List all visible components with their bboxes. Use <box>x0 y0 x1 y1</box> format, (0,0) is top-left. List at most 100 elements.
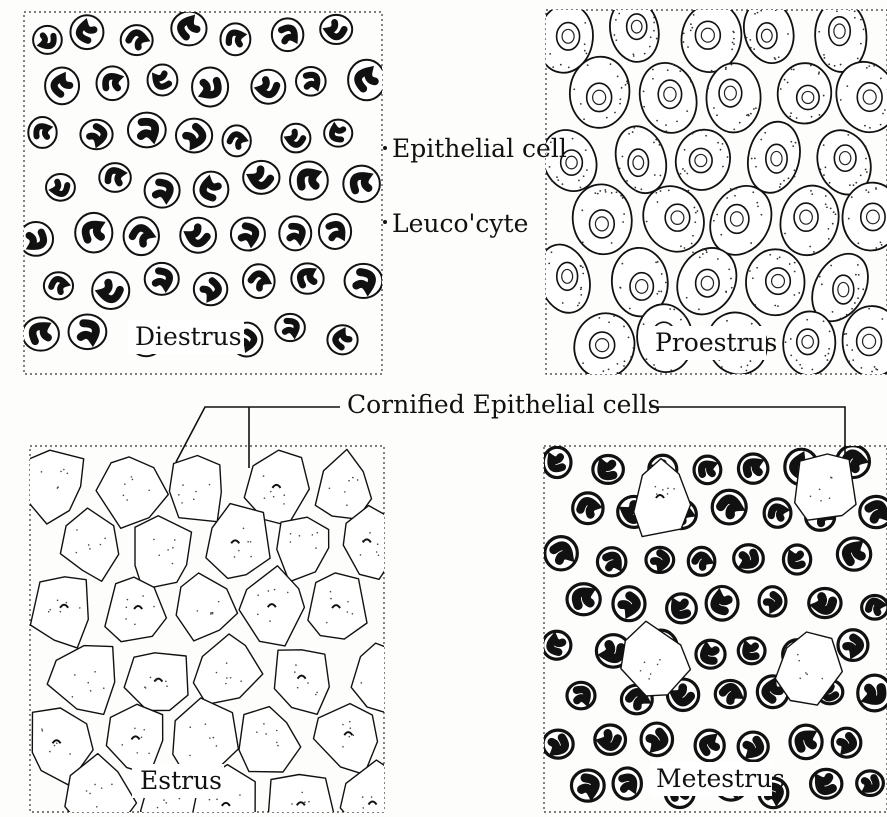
nucleated-epithelial-cell <box>776 62 833 125</box>
leucocyte-cell <box>145 173 180 207</box>
leucocyte-cell <box>696 640 725 668</box>
leucocyte-cell <box>194 273 227 305</box>
leucocyte-cell <box>571 770 604 801</box>
leucocyte-cell <box>46 174 75 201</box>
leucocyte-cell <box>543 447 571 477</box>
leucocyte-cell <box>694 456 721 484</box>
leucocyte-cell <box>832 728 861 757</box>
leucocyte-cell <box>243 264 275 298</box>
cornified-epithelial-cell <box>274 650 329 715</box>
nucleated-epithelial-cell <box>746 249 805 315</box>
leucocyte-cell <box>99 163 131 192</box>
leucocyte-cell <box>320 15 352 44</box>
cornified-epithelial-cell <box>277 517 329 582</box>
estrus-label: Estrus <box>140 766 222 795</box>
cornified-epithelial-cell <box>795 454 856 520</box>
cornified-epithelial-cell <box>193 634 262 704</box>
cornified-epithelial-cell <box>315 449 371 519</box>
cornified-epithelial-cell <box>239 707 301 772</box>
leucocyte-cell <box>176 119 212 153</box>
leucocyte-cell <box>28 117 56 148</box>
leucocyte-pointer-dot <box>383 220 387 224</box>
leucocyte-cell <box>573 493 603 524</box>
leucocyte-cell <box>790 725 822 759</box>
cornified-epithelial-cell <box>169 456 221 522</box>
cornified-epithelial-cell <box>60 508 118 581</box>
leucocyte-cell <box>345 264 383 298</box>
leucocyte-cell <box>595 725 626 754</box>
leucocyte-cell <box>192 67 228 106</box>
leucocyte-cell <box>811 769 842 798</box>
leucocyte-cell <box>251 70 285 104</box>
cornified-epithelial-cell <box>634 459 691 537</box>
epithelial-pointer-dot <box>383 146 387 150</box>
leucocyte-cell <box>75 213 112 253</box>
leucocyte-cell <box>92 272 129 309</box>
leucocyte-cell <box>324 120 352 147</box>
cornified-annotation: Cornified Epithelial cells <box>347 390 660 419</box>
leucocyte-cell <box>22 317 59 350</box>
leucocyte-cell <box>667 594 697 623</box>
leucocyte-cell <box>275 314 305 341</box>
cornified-leader-left <box>176 407 340 462</box>
leucocyte-cell <box>279 216 311 250</box>
leucocyte-cell <box>567 682 595 708</box>
leucocyte-annotation: Leuco'cyte <box>392 209 528 238</box>
leucocyte-cell <box>613 587 645 621</box>
leucocyte-cell <box>837 538 870 570</box>
diestrus-cells <box>19 12 385 357</box>
leucocyte-cell <box>613 768 641 799</box>
cornified-epithelial-cell <box>351 643 411 715</box>
metestrus-label: Metestrus <box>656 764 785 793</box>
leucocyte-cell <box>759 587 786 616</box>
leucocyte-cell <box>695 730 724 761</box>
cornified-epithelial-cell <box>124 653 188 711</box>
leucocyte-cell <box>220 23 250 55</box>
leucocyte-cell <box>545 537 578 570</box>
leucocyte-cell <box>860 496 887 527</box>
leucocyte-cell <box>641 723 672 756</box>
leucocyte-cell <box>145 263 179 295</box>
leucocyte-cell <box>858 675 887 711</box>
leucocyte-cell <box>543 730 573 758</box>
leucocyte-cell <box>857 771 884 796</box>
leucocyte-cell <box>646 547 674 572</box>
leucocyte-cell <box>281 124 310 153</box>
metestrus-cells <box>543 446 887 808</box>
cornified-epithelial-cell <box>268 775 335 817</box>
leucocyte-cell <box>124 217 159 255</box>
leucocyte-cell <box>543 631 571 659</box>
leucocyte-cell <box>128 113 166 148</box>
leucocyte-cell <box>764 499 791 527</box>
leucocyte-cell <box>291 263 323 293</box>
leucocyte-cell <box>243 161 279 194</box>
diestrus-label: Diestrus <box>135 322 242 351</box>
leucocyte-cell <box>70 15 103 49</box>
leucocyte-cell <box>688 547 715 575</box>
leucocyte-cell <box>348 60 385 100</box>
leucocyte-cell <box>597 548 625 576</box>
leucocyte-cell <box>738 732 768 761</box>
cornified-epithelial-cell <box>135 516 192 590</box>
cornified-epithelial-cell <box>47 646 115 715</box>
leucocyte-cell <box>223 125 251 156</box>
leucocyte-cell <box>121 25 153 55</box>
leucocyte-cell <box>33 26 62 54</box>
leucocyte-cell <box>567 584 600 615</box>
leucocyte-cell <box>19 222 53 256</box>
leucocyte-cell <box>783 545 810 574</box>
leucocyte-cell <box>148 64 178 95</box>
leucocyte-cell <box>862 595 887 619</box>
leucocyte-cell <box>80 120 112 149</box>
leucocyte-cell <box>180 218 216 253</box>
epithelial-cell-annotation: Epithelial cell <box>392 134 567 163</box>
cornified-epithelial-cell <box>314 704 378 775</box>
leucocyte-cell <box>838 630 868 661</box>
leucocyte-cell <box>327 325 357 354</box>
cornified-epithelial-cell <box>20 450 83 524</box>
cornified-epithelial-cell <box>30 577 88 648</box>
leucocyte-cell <box>272 18 304 51</box>
leucocyte-cell <box>712 490 746 524</box>
leucocyte-cell <box>319 214 351 249</box>
